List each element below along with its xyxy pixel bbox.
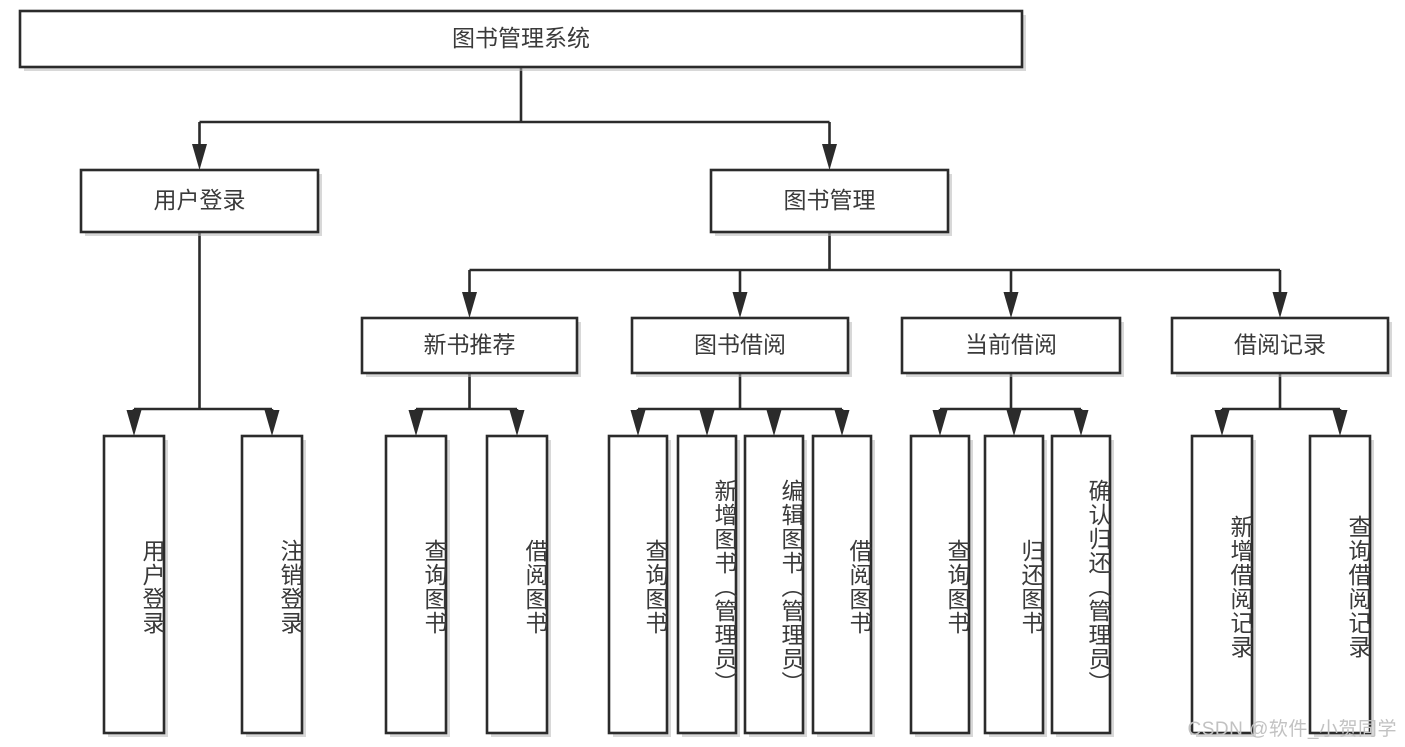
node-label: 查询图书 bbox=[421, 538, 447, 635]
connector-book-manage bbox=[462, 232, 1288, 318]
node-label: 用户登录 bbox=[139, 538, 165, 635]
node-box bbox=[384, 434, 448, 735]
node-label: 编辑图书（管理员） bbox=[778, 478, 804, 695]
node-leaf-edit-book[interactable]: 编辑图书（管理员） bbox=[743, 434, 807, 737]
arrow-head-icon bbox=[1272, 292, 1288, 318]
node-label: 新书推荐 bbox=[424, 332, 516, 358]
node-box bbox=[1308, 434, 1372, 735]
node-leaf-add-book[interactable]: 新增图书（管理员） bbox=[676, 434, 740, 737]
node-leaf-query-borrow-record[interactable]: 查询借阅记录 bbox=[1308, 434, 1374, 737]
node-book-borrow[interactable]: 图书借阅 bbox=[630, 316, 852, 377]
node-leaf-query-book-current[interactable]: 查询图书 bbox=[909, 434, 973, 737]
arrow-head-icon bbox=[126, 410, 142, 436]
arrow-head-icon bbox=[509, 410, 525, 436]
node-label: 查询图书 bbox=[944, 538, 970, 635]
node-borrow-record[interactable]: 借阅记录 bbox=[1170, 316, 1392, 377]
node-label: 新增图书（管理员） bbox=[711, 478, 737, 695]
node-leaf-user-login[interactable]: 用户登录 bbox=[102, 434, 168, 737]
node-leaf-confirm-return[interactable]: 确认归还（管理员） bbox=[1050, 434, 1114, 737]
arrow-head-icon bbox=[699, 410, 715, 436]
arrow-head-icon bbox=[932, 410, 948, 436]
node-leaf-logout[interactable]: 注销登录 bbox=[240, 434, 306, 737]
connector-layer bbox=[126, 67, 1348, 436]
node-label: 查询图书 bbox=[642, 538, 668, 635]
node-box bbox=[360, 316, 579, 375]
node-leaf-query-book-borrow[interactable]: 查询图书 bbox=[607, 434, 671, 737]
node-label: 图书借阅 bbox=[694, 332, 786, 358]
connector-borrow-record bbox=[1214, 373, 1348, 436]
node-leaf-add-borrow-record[interactable]: 新增借阅记录 bbox=[1190, 434, 1256, 737]
node-root[interactable]: 图书管理系统 bbox=[18, 9, 1026, 71]
arrow-head-icon bbox=[1003, 292, 1019, 318]
arrow-head-icon bbox=[822, 144, 837, 170]
node-box bbox=[1190, 434, 1254, 735]
node-box bbox=[630, 316, 850, 375]
connector-root bbox=[192, 67, 837, 170]
arrow-head-icon bbox=[1073, 410, 1089, 436]
node-label: 用户登录 bbox=[154, 187, 246, 213]
node-label: 图书管理 bbox=[784, 187, 876, 213]
arrow-head-icon bbox=[1006, 410, 1022, 436]
node-box bbox=[709, 168, 950, 234]
node-leaf-query-book-recommend[interactable]: 查询图书 bbox=[384, 434, 450, 737]
node-leaf-borrow-book[interactable]: 借阅图书 bbox=[811, 434, 875, 737]
node-box bbox=[983, 434, 1045, 735]
connector-new-book-recommend bbox=[408, 373, 525, 436]
node-label: 注销登录 bbox=[277, 538, 303, 635]
node-box bbox=[1050, 434, 1112, 735]
node-box bbox=[79, 168, 320, 234]
node-label: 当前借阅 bbox=[965, 332, 1057, 358]
node-box bbox=[18, 9, 1024, 69]
node-box bbox=[811, 434, 873, 735]
node-box bbox=[676, 434, 738, 735]
node-box bbox=[743, 434, 805, 735]
node-label: 新增借阅记录 bbox=[1227, 514, 1253, 659]
node-box bbox=[607, 434, 669, 735]
connector-current-borrow bbox=[932, 373, 1089, 436]
node-user-login[interactable]: 用户登录 bbox=[79, 168, 322, 236]
csdn-watermark: CSDN @软件_小贺同学 bbox=[1187, 719, 1397, 740]
node-label: 查询借阅记录 bbox=[1345, 514, 1371, 659]
arrow-head-icon bbox=[408, 410, 424, 436]
arrow-head-icon bbox=[766, 410, 782, 436]
node-book-manage[interactable]: 图书管理 bbox=[709, 168, 952, 236]
node-label: 借阅图书 bbox=[522, 538, 548, 635]
arrow-head-icon bbox=[834, 410, 850, 436]
arrow-head-icon bbox=[264, 410, 280, 436]
node-box bbox=[909, 434, 971, 735]
connector-book-borrow bbox=[630, 373, 850, 436]
node-box bbox=[485, 434, 549, 735]
arrow-head-icon bbox=[192, 144, 207, 170]
node-box bbox=[240, 434, 304, 735]
arrow-head-icon bbox=[630, 410, 646, 436]
arrow-head-icon bbox=[1214, 410, 1230, 436]
arrow-head-icon bbox=[732, 292, 748, 318]
connector-user-login bbox=[126, 232, 280, 436]
node-label: 借阅图书 bbox=[846, 538, 872, 635]
node-layer: 图书管理系统用户登录图书管理新书推荐图书借阅当前借阅借阅记录用户登录注销登录查询… bbox=[18, 9, 1392, 737]
arrow-head-icon bbox=[462, 292, 477, 318]
node-box bbox=[1170, 316, 1390, 375]
node-leaf-borrow-book-recommend[interactable]: 借阅图书 bbox=[485, 434, 551, 737]
arrow-head-icon bbox=[1332, 410, 1348, 436]
node-label: 确认归还（管理员） bbox=[1085, 478, 1111, 695]
node-label: 借阅记录 bbox=[1234, 332, 1326, 358]
node-label: 图书管理系统 bbox=[452, 25, 590, 51]
node-new-book-recommend[interactable]: 新书推荐 bbox=[360, 316, 581, 377]
node-current-borrow[interactable]: 当前借阅 bbox=[900, 316, 1124, 377]
node-box bbox=[900, 316, 1122, 375]
node-label: 归还图书 bbox=[1018, 538, 1044, 635]
node-box bbox=[102, 434, 166, 735]
node-leaf-return-book[interactable]: 归还图书 bbox=[983, 434, 1047, 737]
